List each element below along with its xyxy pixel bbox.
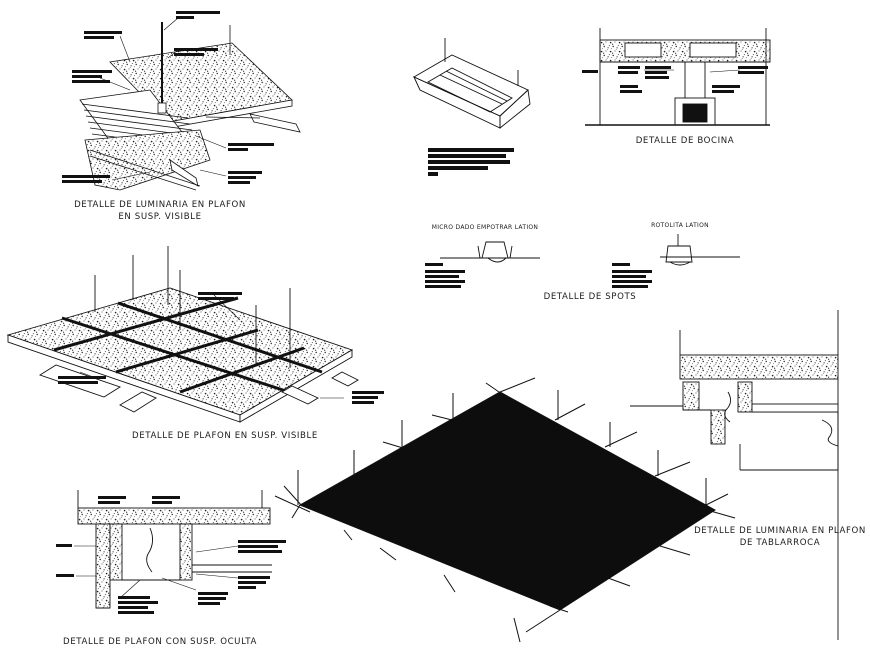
spot-callout-labels bbox=[425, 263, 652, 288]
plafon-susp-visible-detail bbox=[6, 246, 384, 423]
caption-spots: DETALLE DE SPOTS bbox=[543, 292, 637, 302]
caption-micro-dado: MICRO DADO EMPOTRAR LATION bbox=[431, 224, 539, 231]
plafon-susp-oculta-detail bbox=[56, 490, 286, 614]
luminaria-tablarroca-detail bbox=[630, 310, 839, 640]
luminaire-spec-block bbox=[428, 148, 514, 176]
caption-plafon-susp-oculta: DETALLE DE PLAFON CON SUSP. OCULTA bbox=[63, 637, 257, 647]
caption-luminaria-susp-visible-line2: EN SUSP. VISIBLE bbox=[118, 212, 202, 222]
bocina-callout-labels bbox=[582, 66, 768, 93]
plafon-visible-labels bbox=[58, 292, 384, 404]
caption-luminaria-susp-visible-line1: DETALLE DE LUMINARIA EN PLAFON bbox=[74, 200, 246, 210]
plafon-oculta-labels bbox=[56, 496, 286, 614]
bocina-detail bbox=[582, 28, 771, 126]
luminaria-susp-visible-detail bbox=[62, 11, 301, 191]
caption-luminaria-tablarroca-line2: DE TABLARROCA bbox=[739, 538, 821, 548]
caption-rotolita: ROTOLITA LATION bbox=[651, 222, 709, 229]
caption-bocina: DETALLE DE BOCINA bbox=[635, 136, 735, 146]
ceiling-panel-isometric bbox=[274, 377, 736, 643]
luminaire-fixture-detail bbox=[413, 38, 531, 176]
spots-detail bbox=[425, 234, 740, 288]
caption-luminaria-tablarroca-line1: DETALLE DE LUMINARIA EN PLAFON bbox=[694, 526, 866, 536]
caption-plafon-susp-visible: DETALLE DE PLAFON EN SUSP. VISIBLE bbox=[132, 431, 318, 441]
callout-labels bbox=[62, 11, 274, 184]
